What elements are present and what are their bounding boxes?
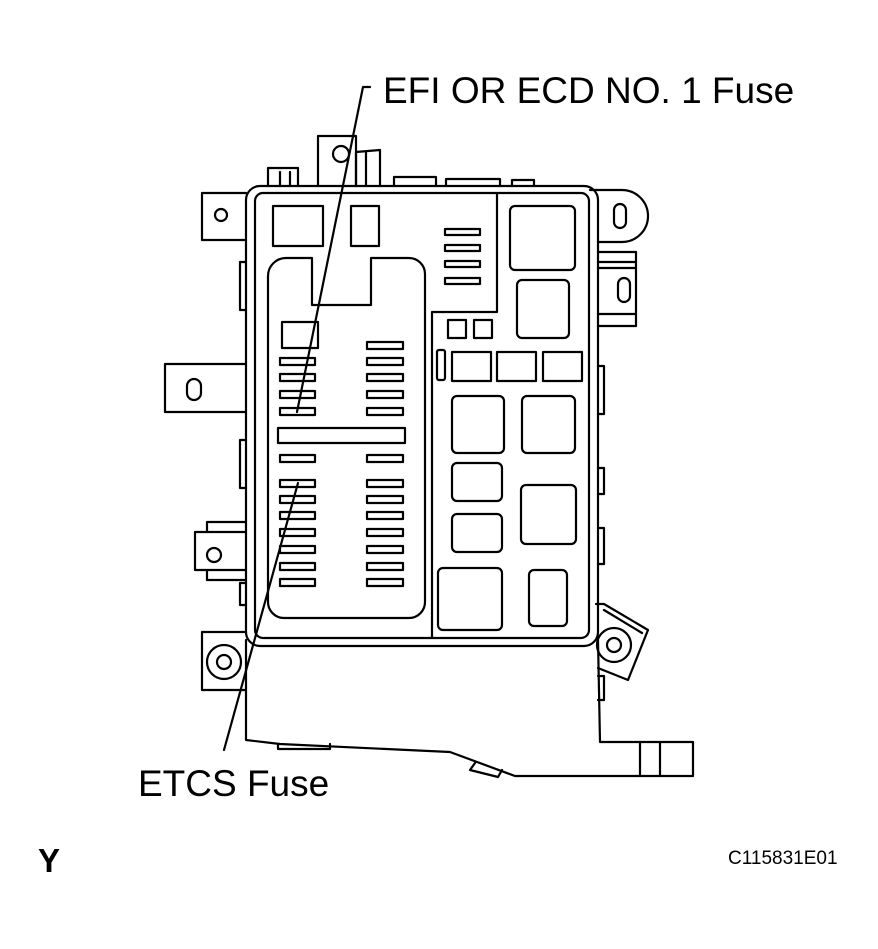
small-fuse — [443, 227, 482, 237]
lower-housing — [244, 638, 642, 778]
left-bracket-top — [200, 191, 248, 242]
divider-lines — [430, 191, 499, 640]
top-bump — [444, 177, 502, 188]
relay — [450, 512, 504, 554]
left-bracket-lower-hole — [205, 546, 223, 564]
bolt-outer — [205, 643, 243, 681]
small-fuse — [472, 318, 494, 340]
relay — [527, 568, 569, 628]
lower-housing-clip — [468, 761, 504, 779]
top-connector-b — [354, 148, 382, 188]
right-stub — [596, 466, 606, 496]
side-connector — [638, 740, 695, 778]
top-tab — [266, 166, 300, 188]
top-bump — [392, 175, 438, 188]
long-fuse-bar — [276, 426, 407, 445]
relay — [349, 204, 381, 248]
etcs-fuse-label: ETCS Fuse — [138, 763, 330, 804]
mini-fuses-right-lower — [365, 453, 405, 588]
relay — [450, 461, 504, 503]
mini-fuses-left-lower — [278, 453, 317, 588]
top-tab-inner — [278, 170, 292, 188]
left-bracket-middle — [163, 362, 248, 414]
right-stub — [596, 674, 606, 702]
fuse-panel — [266, 256, 427, 620]
relay — [508, 204, 577, 272]
right-bracket-top — [588, 188, 650, 244]
leader-line-efi — [295, 85, 372, 414]
figure-code: C115831E01 — [728, 848, 838, 869]
left-bracket-lower — [193, 520, 248, 582]
relay — [541, 350, 584, 383]
left-bracket-top-hole — [213, 207, 229, 223]
mini-fuses-right-upper — [365, 340, 405, 417]
view-marker: Y — [38, 842, 61, 879]
leader-line-etcs — [222, 481, 300, 752]
left-stub — [238, 438, 248, 490]
relay — [450, 394, 506, 455]
fuse-box-inner — [253, 191, 591, 640]
bolt-inner — [605, 636, 623, 654]
efi-fuse-label: EFI OR ECD NO. 1 Fuse — [383, 70, 795, 111]
right-stub — [596, 526, 606, 566]
relay — [519, 483, 578, 546]
top-connector-hole — [331, 144, 351, 164]
right-bolt-bracket-edge — [602, 608, 644, 635]
relay — [495, 350, 538, 383]
left-stub — [238, 260, 248, 312]
small-fuse — [435, 348, 447, 382]
bolt-bracket — [200, 630, 248, 692]
top-bump — [510, 178, 536, 188]
bolt-outer — [595, 626, 633, 664]
small-fuse — [443, 259, 482, 269]
right-bracket-top-slot — [612, 202, 628, 230]
relay — [520, 394, 577, 455]
fuse-box-outer — [244, 184, 600, 648]
small-fuse — [443, 243, 482, 253]
bolt-inner — [215, 653, 233, 671]
relay — [271, 204, 325, 248]
small-fuse — [446, 318, 468, 340]
right-bolt-bracket — [594, 602, 650, 682]
right-bracket-mid-inner — [596, 260, 638, 316]
left-bracket-middle-slot — [185, 377, 203, 402]
lower-housing-tab — [276, 742, 332, 751]
relay — [436, 566, 504, 632]
relay — [450, 350, 493, 383]
left-stub — [238, 581, 248, 607]
left-bracket-lower-inner — [205, 530, 248, 572]
right-bracket-mid-slot — [616, 276, 632, 304]
small-fuse — [443, 276, 482, 286]
right-bracket-mid — [596, 250, 638, 328]
right-stub — [596, 364, 606, 416]
fuse-block — [280, 320, 320, 350]
relay — [515, 278, 571, 340]
